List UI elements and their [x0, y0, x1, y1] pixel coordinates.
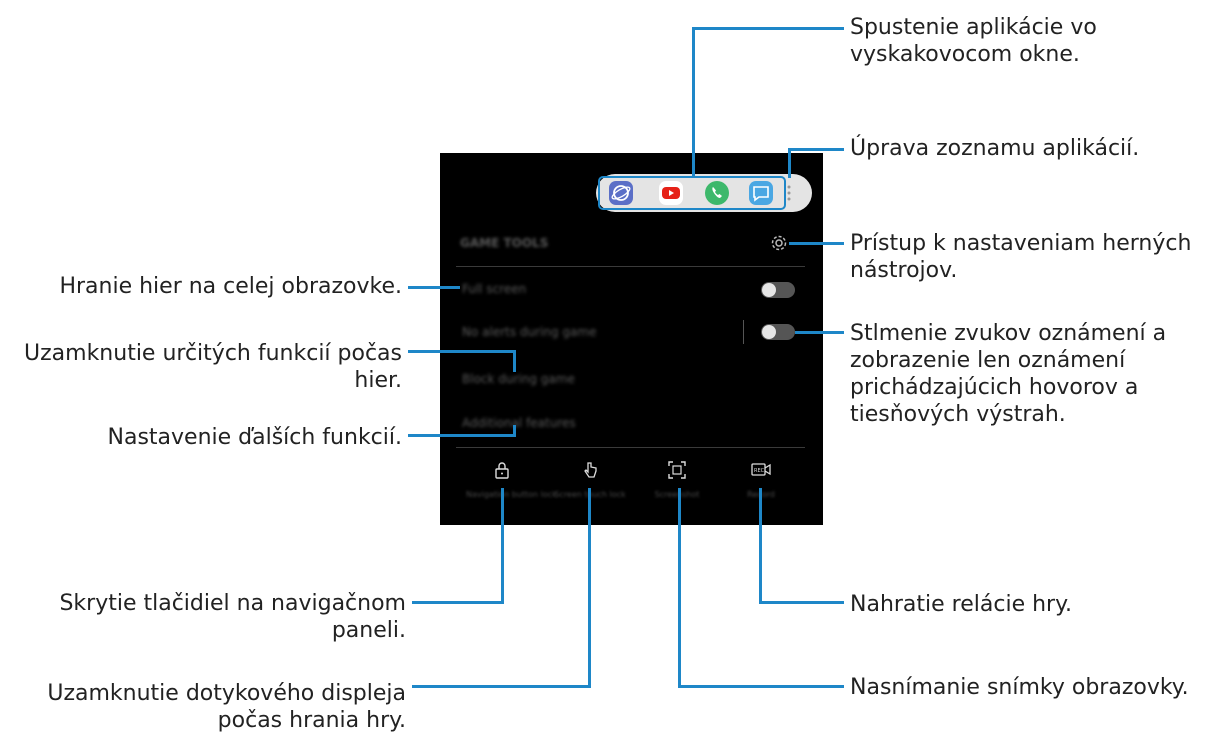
callout-line — [412, 685, 591, 688]
callout-line — [408, 350, 516, 353]
row-separator — [743, 320, 744, 344]
app-bar-highlight — [598, 176, 786, 210]
callout-hide-nav-buttons: Skrytie tlačidiel na navigačnom paneli. — [59, 591, 406, 643]
lock-icon[interactable] — [492, 460, 512, 480]
callout-line — [408, 434, 516, 437]
callout-edit-app-list: Úprava zoznamu aplikácií. — [850, 136, 1140, 161]
callout-popup-launch: Spustenie aplikácie vo vyskakovocom okne… — [850, 15, 1097, 67]
callout-record-session: Nahratie relácie hry. — [850, 592, 1072, 617]
callout-full-screen: Hranie hier na celej obrazovke. — [59, 274, 402, 299]
callout-line — [501, 488, 504, 604]
bottom-divider — [456, 447, 805, 448]
callout-line — [759, 601, 844, 604]
callout-lock-touch: Uzamknutie dotykového displeja počas hra… — [47, 681, 406, 733]
callout-line — [692, 27, 695, 177]
full-screen-toggle[interactable] — [761, 282, 795, 298]
row-block-during-game[interactable]: Block during game — [462, 372, 575, 386]
callout-line — [678, 685, 844, 688]
youtube-icon[interactable] — [659, 181, 683, 205]
more-vertical-icon[interactable] — [786, 183, 792, 203]
callout-line — [678, 488, 681, 688]
screenshot-icon[interactable] — [667, 460, 687, 480]
callout-screenshot: Nasnímanie snímky obrazovky. — [850, 675, 1189, 700]
callout-line — [759, 488, 762, 604]
gear-icon[interactable] — [769, 233, 789, 253]
screenshot-label: Screenshot — [654, 490, 700, 499]
touch-lock-icon[interactable] — [580, 460, 600, 480]
callout-game-tools-settings: Prístup k nastaveniam herných nástrojov. — [850, 231, 1192, 283]
svg-text:REC: REC — [754, 468, 765, 474]
messages-icon[interactable] — [749, 181, 773, 205]
row-additional-features[interactable]: Additional features — [462, 416, 576, 430]
nav-lock-label: Navigation button lock — [466, 490, 557, 499]
callout-line — [692, 27, 844, 30]
header-divider — [456, 266, 805, 267]
callout-line — [513, 350, 516, 372]
callout-lock-functions: Uzamknutie určitých funkcií počas hier. — [24, 341, 402, 393]
toggle-knob — [762, 283, 776, 297]
callout-line — [788, 148, 791, 178]
row-full-screen[interactable]: Full screen — [462, 282, 527, 296]
phone-icon[interactable] — [705, 181, 729, 205]
callout-mute-notifications: Stlmenie zvukov oznámení a zobrazenie le… — [850, 321, 1167, 427]
callout-line — [412, 601, 504, 604]
callout-line — [408, 286, 460, 289]
toggle-knob — [762, 325, 776, 339]
callout-line — [788, 148, 844, 151]
callout-line — [795, 331, 844, 334]
game-tools-header: GAME TOOLS — [460, 236, 549, 250]
callout-line — [513, 425, 516, 437]
internet-icon[interactable] — [609, 181, 633, 205]
row-no-alerts[interactable]: No alerts during game — [462, 325, 597, 339]
no-alerts-toggle[interactable] — [761, 324, 795, 340]
record-icon[interactable]: REC — [750, 461, 772, 479]
callout-line — [789, 242, 844, 245]
callout-line — [588, 488, 591, 688]
callout-more-features: Nastavenie ďalších funkcií. — [107, 425, 403, 450]
